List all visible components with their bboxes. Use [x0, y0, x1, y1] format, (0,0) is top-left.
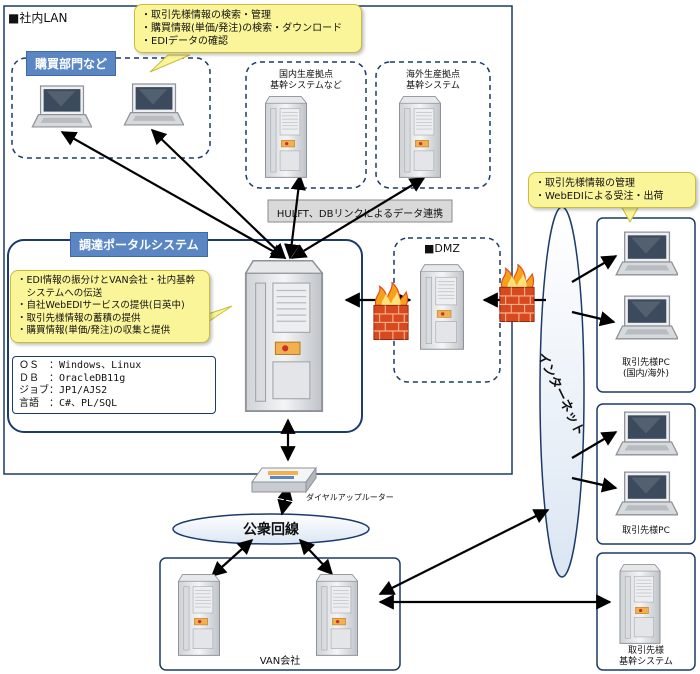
- firewall-icon: [373, 282, 409, 341]
- spec-line: ＤＢ ：OracleDB11g: [19, 372, 126, 384]
- laptop-icon: [615, 411, 678, 456]
- van-label: VAN会社: [259, 656, 301, 667]
- van-box: [159, 557, 401, 671]
- client-pc1-box: [596, 217, 696, 393]
- public-line-cloud: [172, 513, 370, 545]
- overseas-label-line1: 海外生産拠点: [405, 70, 460, 80]
- portal-label: 調達ポータルシステム: [70, 232, 208, 257]
- domestic-label: 国内生産拠点 基幹システムなど: [252, 70, 360, 92]
- laptop-icon: [615, 471, 678, 516]
- spec-box: ＯＳ ：Windows、Linux ＤＢ ：OracleDB11g ジョブ：JP…: [12, 356, 216, 414]
- domestic-label-line2: 基幹システムなど: [270, 81, 342, 91]
- dmz-label: ■DMZ: [424, 242, 460, 255]
- client-pc1-line2: (国内/海外): [622, 369, 670, 379]
- client-sys-label: 取引先様 基幹システム: [598, 646, 694, 668]
- laptop-icon: [31, 85, 92, 128]
- callout-right-line: ・取引先様情報の管理: [535, 178, 635, 189]
- portal-server-icon: [244, 259, 324, 413]
- router-icon: [251, 466, 317, 494]
- overseas-group: [375, 61, 491, 189]
- hulft-label: HULFT、DBリンクによるデータ連携: [276, 209, 444, 220]
- spec-line: 言語 ：C#、PL/SQL: [19, 397, 118, 409]
- client-pc2-label: 取引先様PC: [622, 526, 670, 536]
- client-sys-line2: 基幹システム: [619, 657, 673, 667]
- callout-right: ・取引先様情報の管理 ・WebEDIによる受注・出荷: [528, 172, 696, 208]
- server-icon: [315, 574, 359, 656]
- public-line-label: 公衆回線: [243, 522, 299, 538]
- callout-top-tail: [149, 54, 191, 73]
- router-label: ダイヤルアップルーター: [306, 493, 394, 502]
- laptop-icon: [123, 83, 184, 126]
- arrow-van-internet: [378, 509, 550, 595]
- spec-line: ＯＳ ：Windows、Linux: [19, 360, 142, 371]
- server-icon: [264, 96, 308, 178]
- client-sys-box: [596, 552, 696, 671]
- laptop-icon: [615, 295, 678, 340]
- overseas-label-line2: 基幹システム: [406, 81, 460, 91]
- client-pc1-label: 取引先様PC (国内/海外): [598, 358, 694, 380]
- callout-top-line: ・取引先様情報の検索・管理: [141, 10, 271, 21]
- callout-portal-line: ・自社WebEDIサービスの提供(日英中): [17, 300, 185, 311]
- firewall-icon: [499, 264, 535, 323]
- arrow-internet-pc1a: [571, 255, 618, 283]
- callout-portal-line: ・取引先様情報の蓄積の提供: [17, 312, 141, 324]
- callout-right-line: ・WebEDIによる受注・出荷: [535, 191, 664, 202]
- arrow-internet-pc1b: [571, 310, 616, 327]
- laptop-icon: [615, 231, 678, 276]
- dmz-server-icon: [419, 264, 465, 350]
- server-icon: [177, 574, 221, 656]
- callout-portal-line: ・EDI情報の振分けとVAN会社・社内基幹: [17, 275, 196, 286]
- client-pc1-line1: 取引先様PC: [622, 358, 670, 368]
- lan-title: ■社内LAN: [8, 11, 68, 25]
- domestic-label-line1: 国内生産拠点: [278, 70, 333, 80]
- client-sys-line1: 取引先様: [627, 646, 664, 656]
- overseas-label: 海外生産拠点 基幹システム: [380, 70, 486, 92]
- server-icon: [619, 564, 661, 644]
- callout-top: ・取引先様情報の検索・管理 ・購買情報(単価/発注)の検索・ダウンロード ・ED…: [134, 4, 362, 53]
- server-icon: [398, 96, 442, 178]
- arrow-laptop2-portal: [150, 128, 287, 260]
- callout-top-line: ・EDIデータの確認: [141, 36, 228, 47]
- arrow-internet-pc2a: [571, 431, 618, 459]
- callout-top-line: ・購買情報(単価/発注)の検索・ダウンロード: [141, 23, 343, 34]
- callout-portal-line: ・購買情報(単価/発注)の収集と提供: [17, 325, 171, 336]
- arrow-public-van2: [298, 538, 334, 576]
- spec-line: ジョブ：JP1/AJS2: [19, 385, 108, 396]
- callout-portal: ・EDI情報の振分けとVAN会社・社内基幹 システムへの伝送 ・自社WebEDI…: [10, 270, 210, 343]
- arrow-public-van1: [210, 538, 254, 578]
- arrow-overseas-portal: [290, 177, 426, 259]
- callout-portal-line: システムへの伝送: [17, 287, 103, 299]
- client-pc2-box: [596, 403, 696, 545]
- arrow-internet-pc2b: [571, 476, 618, 493]
- dept-label: 購買部門など: [26, 51, 117, 76]
